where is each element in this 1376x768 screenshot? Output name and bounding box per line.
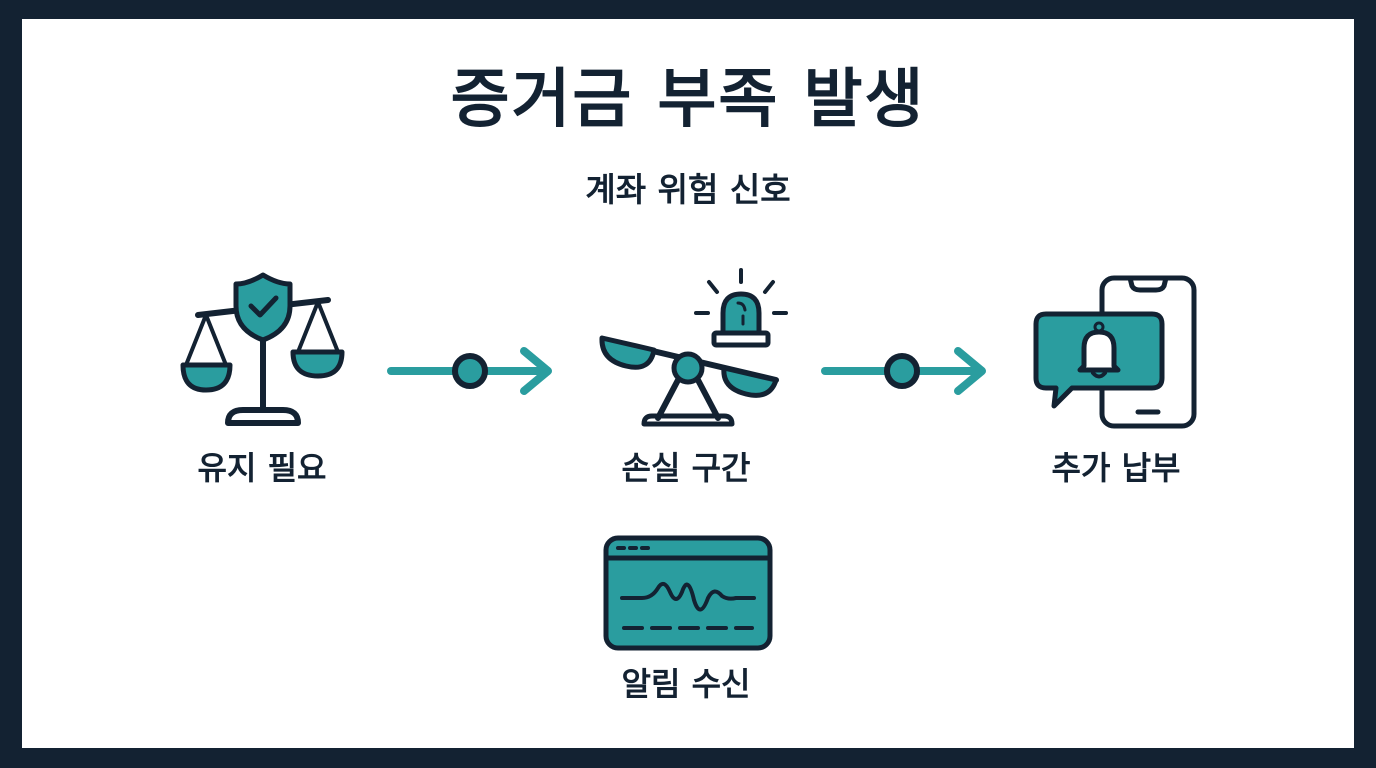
step-label-loss: 손실 구간 [621, 449, 751, 487]
flow-arrow-1 [386, 342, 562, 400]
step-label-additional-payment: 추가 납부 [1051, 449, 1181, 487]
step-label-alert-received: 알림 수신 [621, 665, 751, 703]
page-subtitle: 계좌 위험 신호 [585, 170, 791, 209]
phone-notification-bell-icon [1032, 274, 1202, 432]
page-title: 증거금 부족 발생 [450, 63, 926, 137]
flow-arrow-2 [820, 342, 996, 400]
tilted-seesaw-alarm-icon [596, 268, 796, 433]
balance-scale-shield-icon [178, 270, 348, 430]
step-label-maintain: 유지 필요 [197, 449, 327, 487]
monitor-wave-window-icon [602, 534, 774, 652]
